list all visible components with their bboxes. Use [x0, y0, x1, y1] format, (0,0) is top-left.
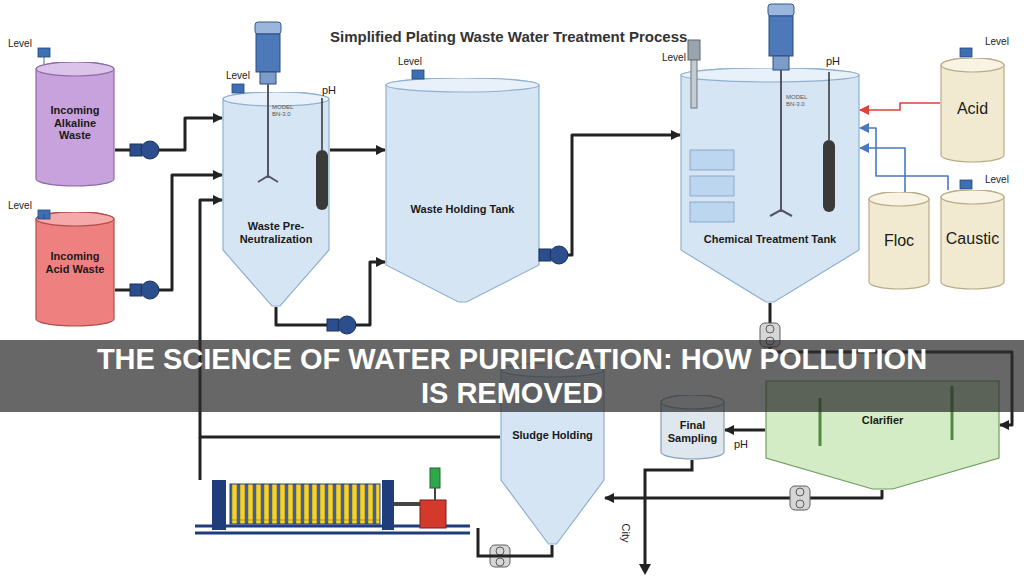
- text-holder: Sludge Holding: [503, 429, 602, 442]
- text-holder: Incoming Alkaline Waste: [38, 104, 112, 142]
- text-holder: Incoming Acid Waste: [38, 250, 112, 275]
- instrument-label: BN-3.0: [786, 101, 805, 108]
- node-label: Final Sampling: [663, 419, 722, 444]
- text-holder: Acid: [943, 100, 1002, 118]
- tank-baffle: [690, 150, 734, 222]
- outline-part: [681, 68, 859, 302]
- holding-tank: Waste Holding Tank: [385, 78, 540, 303]
- text-holder: Waste Pre-Neutralization: [225, 220, 327, 245]
- text-holder: Caustic: [943, 230, 1002, 248]
- chemical-drum: Acid: [940, 58, 1005, 163]
- node-label: Incoming Alkaline Waste: [38, 104, 112, 142]
- instrument-label: pH: [322, 84, 336, 96]
- text-holder: Final Sampling: [663, 419, 722, 444]
- node-label: Waste Pre-Neutralization: [225, 220, 327, 245]
- waste-drum: Incoming Acid Waste: [35, 212, 115, 327]
- pipe-connector: [860, 148, 905, 192]
- caption-banner: THE SCIENCE OF WATER PURIFICATION: HOW P…: [82, 342, 942, 410]
- node-label: Chemical Treatment Tank: [683, 233, 857, 246]
- outline-part: [681, 68, 859, 82]
- instrument-label: Level: [985, 36, 1009, 47]
- pipe-connector: [860, 103, 940, 110]
- pipe-connector: [540, 135, 680, 255]
- instrument-label: Level: [398, 56, 422, 67]
- node-label: Incoming Acid Waste: [38, 250, 112, 275]
- instrument-label: pH: [826, 55, 840, 67]
- diagram-title: Simplified Plating Waste Water Treatment…: [330, 28, 687, 45]
- outline-part: [941, 58, 1004, 162]
- outline-part: [941, 190, 1004, 204]
- mixer-motor: [255, 4, 794, 216]
- instrument-label: Level: [8, 38, 32, 49]
- centrifugal-pump: [130, 141, 568, 334]
- pipe-connector: [115, 175, 222, 290]
- node-label: Waste Holding Tank: [388, 203, 537, 216]
- node-label: Sludge Holding: [503, 429, 602, 442]
- node-outline: [385, 78, 540, 303]
- outlet-label: City: [619, 524, 631, 543]
- node-label: Acid: [943, 100, 1002, 118]
- arrowhead: [639, 564, 651, 575]
- pipe-connector: [605, 490, 882, 498]
- chemical-drum: Floc: [868, 192, 930, 290]
- node-outline: [222, 92, 330, 307]
- outline-part: [869, 192, 929, 289]
- chemical-drum: Caustic: [940, 190, 1005, 290]
- instrument-label: Level: [662, 52, 686, 63]
- radar-level-sensor: [688, 40, 700, 108]
- node-label: Floc: [871, 232, 927, 250]
- instrument-label: MODEL: [272, 104, 293, 111]
- filter-press: [195, 468, 470, 533]
- instrument-label: MODEL: [786, 94, 807, 101]
- outline-part: [223, 92, 329, 306]
- outline-part: [36, 212, 114, 326]
- ph-probe: [316, 72, 835, 212]
- level-sensor: [38, 48, 972, 219]
- text-holder: Chemical Treatment Tank: [683, 233, 857, 246]
- outline-part: [386, 78, 539, 302]
- instrument-label: pH: [734, 438, 748, 450]
- process-tank: Waste Pre-Neutralization: [222, 92, 330, 307]
- pipe: [200, 437, 692, 566]
- outline-part: [941, 58, 1004, 72]
- outline-part: [223, 92, 329, 106]
- pipe-connector: [860, 128, 948, 190]
- instrument-label: BN-3.0: [272, 111, 291, 118]
- outline-part: [386, 78, 539, 92]
- node-label: Clarifier: [768, 414, 997, 427]
- instrument-label: Level: [226, 70, 250, 81]
- text-holder: Waste Holding Tank: [388, 203, 537, 216]
- outline-part: [941, 190, 1004, 289]
- waste-drum: Incoming Alkaline Waste: [35, 62, 115, 187]
- outline-part: [869, 192, 929, 206]
- text-holder: Floc: [871, 232, 927, 250]
- outline-part: [36, 62, 114, 76]
- node-label: Caustic: [943, 230, 1002, 248]
- instrument-label: Level: [8, 200, 32, 211]
- outline-part: [36, 62, 114, 186]
- pipe-connector: [725, 429, 765, 432]
- text-holder: Clarifier: [768, 414, 997, 427]
- pipe-connector: [330, 149, 385, 152]
- instrument-label: Level: [985, 174, 1009, 185]
